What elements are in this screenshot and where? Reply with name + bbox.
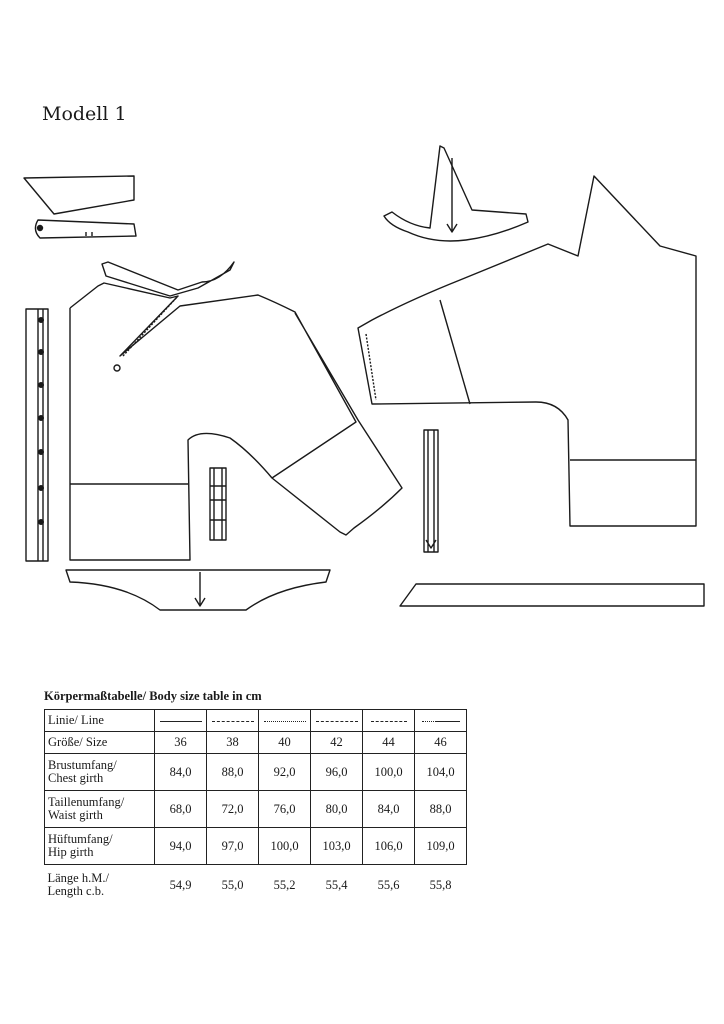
table-row: Hüftumfang/Hip girth 94,0 97,0 100,0 103… [44,827,467,865]
back-bodice-piece [357,175,697,527]
front-bodice-piece [69,282,403,561]
line-style-dash [211,720,254,722]
line-style-dot-dash [421,720,436,722]
button-mark [36,224,44,232]
front-band-piece [25,308,49,562]
front-yoke-piece [101,261,235,297]
collar-piece [23,175,135,215]
grainline-arrow [194,572,206,607]
pattern-diagram [23,145,705,611]
table-row: Länge h.M./Length c.b. 54,9 55,0 55,2 55… [47,871,452,898]
collar-stand-piece [34,219,137,239]
belt-loop-piece [209,467,227,541]
table-row: Taillenumfang/Waist girth 68,0 72,0 76,0… [44,790,467,828]
line-style-dash-dot [315,720,358,722]
pocket-flap-piece [383,145,529,242]
line-style-solid [159,720,202,722]
table-row: Größe/ Size 36 38 40 42 44 46 [44,731,467,754]
back-hem-piece [399,583,705,607]
page-title: Modell 1 [42,103,127,125]
table-row: Linie/ Line [44,709,467,732]
table-title: Körpermaßtabelle/ Body size table in cm [44,689,262,703]
table-row: Brustumfang/Chest girth 84,0 88,0 92,0 9… [44,753,467,791]
line-style-short-dash [370,720,407,722]
front-hem-piece [65,569,331,611]
back-belt-piece [423,429,439,553]
line-label: Linie/ Line [44,709,155,732]
body-size-table: Linie/ Line Größe/ Size 36 38 40 42 44 4… [44,709,467,905]
size-label: Größe/ Size [44,731,155,754]
line-style-dotted [263,720,306,722]
